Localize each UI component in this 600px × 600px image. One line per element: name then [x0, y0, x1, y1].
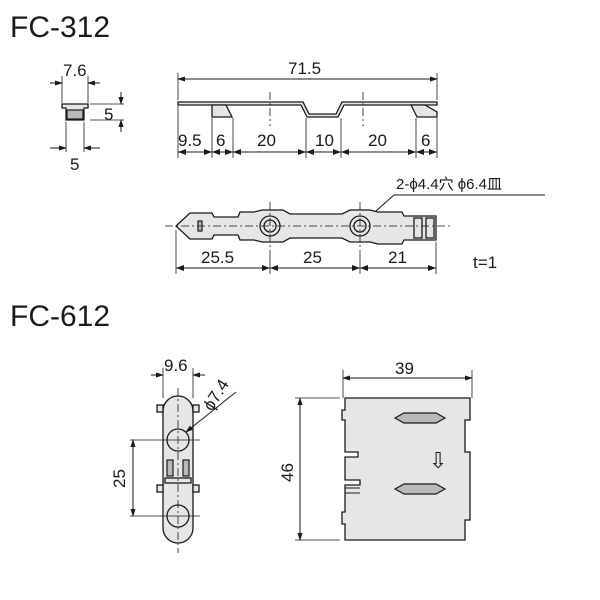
- fc312-overall-length-label: 71.5: [288, 59, 321, 78]
- fc612-hole-dia-label: ϕ7.4: [199, 376, 233, 414]
- fc612-slot-top: [393, 412, 447, 424]
- fc312-end-width-label: 7.6: [63, 61, 87, 80]
- fc612-front-plate: [341, 397, 471, 541]
- fc612-side-width-label: 9.6: [164, 356, 188, 375]
- fc312-title: FC-312: [10, 11, 110, 44]
- fc312-seg-3-label: 20: [257, 131, 276, 150]
- fc312-plan-seg-3-label: 21: [388, 248, 407, 267]
- fc312-plate-outline: [175, 209, 437, 245]
- fc612-title: FC-612: [10, 300, 110, 333]
- fc612-pitch-label: 25: [110, 469, 129, 488]
- fc612-side-view: 9.6 25 ϕ7.4: [110, 356, 237, 553]
- fc312-strip-profile: [177, 101, 438, 118]
- fc312-seg-2-label: 6: [216, 131, 225, 150]
- fc612-width-label: 39: [395, 359, 414, 378]
- fc312-hole-callout: 2-ϕ4.4穴 ϕ6.4皿: [396, 176, 502, 193]
- fc612-direction-arrow-icon: ⇩: [429, 449, 447, 474]
- fc312-seg-4-label: 10: [315, 131, 334, 150]
- fc312-thickness-label: t=1: [473, 253, 497, 272]
- fc312-end-height-label: 5: [104, 105, 113, 124]
- fc312-plan-view: 2-ϕ4.4穴 ϕ6.4皿 25.5 25 21 t=1: [165, 176, 545, 274]
- fc312-side-view: 71.5 9.5 6 20 10 20 6: [177, 59, 438, 158]
- fc312-end-view: 7.6 5 5: [50, 61, 124, 174]
- fc312-plan-seg-1-label: 25.5: [201, 248, 234, 267]
- fc612-slot-bottom: [393, 483, 447, 495]
- fc312-seg-6-label: 6: [421, 131, 430, 150]
- fc312-seg-1-label: 9.5: [178, 131, 202, 150]
- fc312-end-base-label: 5: [70, 155, 79, 174]
- fc312-plan-seg-2-label: 25: [303, 248, 322, 267]
- fc612-front-view: 39 ⇩ 46: [278, 359, 473, 541]
- fc312-seg-5-label: 20: [368, 131, 387, 150]
- fc612-height-label: 46: [278, 463, 297, 482]
